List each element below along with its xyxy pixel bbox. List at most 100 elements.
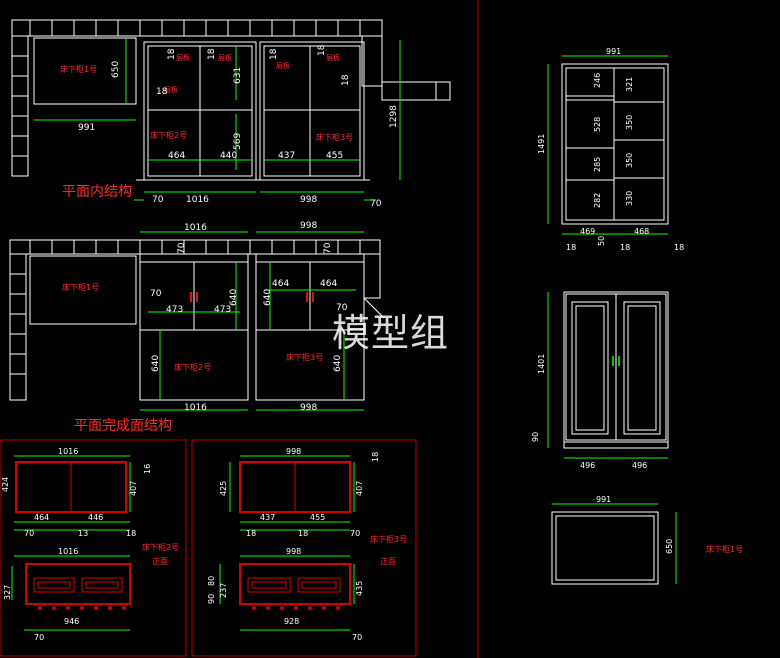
dim-label: 70 bbox=[323, 242, 333, 254]
dim-label: 446 bbox=[88, 513, 103, 522]
plan-inner-dimensions bbox=[34, 38, 401, 201]
cab2-detail-frame bbox=[0, 439, 187, 657]
drawer bbox=[297, 577, 341, 593]
dim-label: 18 bbox=[341, 74, 351, 86]
dim-label: 640 bbox=[333, 355, 343, 372]
dim-label: 70 bbox=[352, 633, 362, 642]
dim-label: 70 bbox=[24, 529, 34, 538]
dim-label: 998 bbox=[286, 447, 301, 456]
dim-label: 473 bbox=[166, 305, 183, 315]
dim-label: 640 bbox=[263, 289, 273, 306]
dim-label: 50 bbox=[597, 236, 606, 246]
wardrobe-inner-elevation: 991 1491 246 321 528 350 285 350 282 330… bbox=[537, 47, 684, 252]
dim-label: 70 bbox=[350, 529, 360, 538]
dim-label: 455 bbox=[326, 151, 343, 161]
dim-label: 16 bbox=[143, 464, 152, 474]
dim-label: 998 bbox=[286, 547, 301, 556]
dim-label: 407 bbox=[129, 481, 138, 496]
dim-label: 437 bbox=[278, 151, 295, 161]
plan-finish-handles bbox=[190, 292, 314, 302]
drawer bbox=[247, 577, 291, 593]
shelf-tag: 层板 bbox=[218, 53, 232, 62]
plan-finish-cab2-label: 床下柜2号 bbox=[174, 362, 211, 372]
cab3-finish-body bbox=[255, 253, 365, 401]
dim-label: 473 bbox=[214, 305, 231, 315]
dim-label: 285 bbox=[593, 157, 602, 172]
dim-label: 946 bbox=[64, 617, 79, 626]
dim-label: 650 bbox=[111, 61, 121, 78]
dim-label: 998 bbox=[300, 195, 317, 205]
dim-label: 1016 bbox=[184, 223, 207, 233]
cab2-front-view bbox=[25, 563, 131, 605]
plan-inner-cab3-label: 床下柜3号 bbox=[316, 132, 353, 142]
dim-label: 1491 bbox=[537, 134, 546, 154]
plan-finish-cab3-label: 床下柜3号 bbox=[286, 352, 323, 362]
cab3-front-view bbox=[239, 563, 351, 605]
dim-label: 496 bbox=[632, 461, 647, 470]
plan-inner-cab2-label: 床下柜2号 bbox=[150, 130, 187, 140]
cab3-detail: 998 18 425 407 437 455 18 18 70 998 80 9… bbox=[207, 447, 407, 642]
cab1-finish-body bbox=[29, 255, 137, 325]
watermark: 模型组 bbox=[332, 311, 450, 355]
dim-label: 80 bbox=[207, 576, 216, 586]
drawer bbox=[33, 577, 75, 593]
dim-label: 998 bbox=[300, 403, 317, 413]
dim-label: 991 bbox=[596, 495, 611, 504]
dim-label: 246 bbox=[593, 73, 602, 88]
cab2-detail-sublabel: 正面 bbox=[152, 557, 168, 566]
dim-label: 464 bbox=[272, 279, 289, 289]
dim-label: 350 bbox=[625, 153, 634, 168]
dim-label: 650 bbox=[665, 539, 674, 554]
dim-label: 18 bbox=[126, 529, 136, 538]
dim-label: 70 bbox=[150, 289, 162, 299]
leg-row bbox=[252, 606, 340, 610]
dim-label: 70 bbox=[370, 199, 382, 209]
plan-finish-structure bbox=[9, 239, 385, 401]
drawer bbox=[81, 577, 123, 593]
dim-label: 1401 bbox=[537, 354, 546, 374]
wardrobe-front-elevation: 1401 90 496 496 bbox=[531, 291, 669, 470]
dim-label: 18 bbox=[566, 243, 576, 252]
cab1-body bbox=[33, 37, 137, 105]
dim-label: 435 bbox=[355, 581, 364, 596]
plan-finish-dimensions bbox=[140, 231, 364, 411]
dim-label: 350 bbox=[625, 115, 634, 130]
dim-label: 440 bbox=[220, 151, 237, 161]
shelf-tag: 层板 bbox=[276, 61, 290, 70]
dim-label: 18 bbox=[269, 48, 279, 60]
dim-label: 18 bbox=[246, 529, 256, 538]
brick-wall-left bbox=[11, 35, 29, 177]
brick-wall-left bbox=[9, 253, 27, 401]
dim-label: 464 bbox=[34, 513, 49, 522]
dim-label: 569 bbox=[233, 133, 243, 150]
dim-label: 424 bbox=[1, 477, 10, 492]
dim-label: 468 bbox=[634, 227, 649, 236]
dim-label: 1016 bbox=[186, 195, 209, 205]
cab3-detail-label: 床下柜3号 bbox=[370, 534, 407, 544]
dim-label: 528 bbox=[593, 117, 602, 132]
plan-inner-title: 平面内结构 bbox=[62, 184, 132, 200]
door-handle bbox=[612, 356, 614, 366]
dim-label: 425 bbox=[219, 481, 228, 496]
dim-label: 407 bbox=[355, 481, 364, 496]
dim-label: 18 bbox=[674, 243, 684, 252]
dim-label: 70 bbox=[177, 242, 187, 254]
dim-label: 282 bbox=[593, 193, 602, 208]
dim-label: 18 bbox=[298, 529, 308, 538]
dim-label: 998 bbox=[300, 221, 317, 231]
dim-label: 437 bbox=[260, 513, 275, 522]
dim-label: 1016 bbox=[58, 447, 78, 456]
dim-label: 640 bbox=[229, 289, 239, 306]
brick-wall-top bbox=[11, 19, 383, 37]
dim-label: 464 bbox=[168, 151, 185, 161]
shelf-tag: 层板 bbox=[176, 53, 190, 62]
dim-label: 70 bbox=[152, 195, 164, 205]
dim-label: 496 bbox=[580, 461, 595, 470]
dim-label: 70 bbox=[34, 633, 44, 642]
dim-label: 237 bbox=[219, 583, 228, 598]
cab3-detail-frame bbox=[191, 439, 417, 657]
cab1-plan: 991 650 床下柜1号 bbox=[551, 495, 743, 585]
leg-row bbox=[38, 606, 126, 610]
